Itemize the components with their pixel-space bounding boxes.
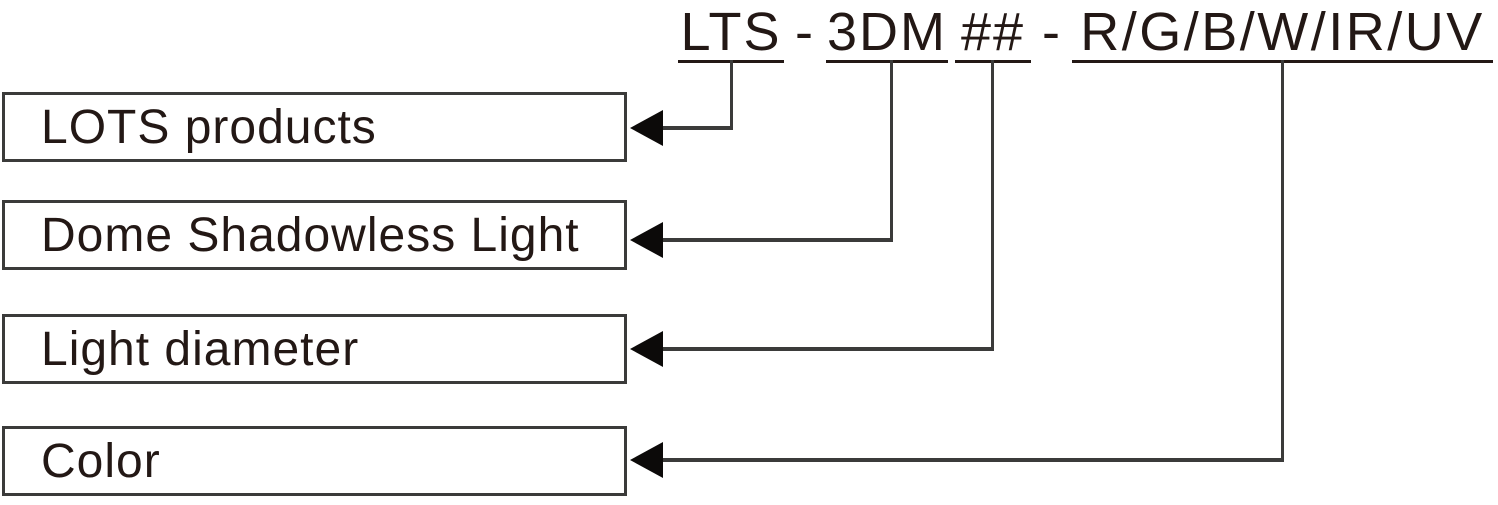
connector-vertical-color <box>1281 60 1284 462</box>
connector-horizontal-diameter <box>659 347 994 351</box>
connector-horizontal-color <box>659 458 1284 462</box>
code-segment-color: R/G/B/W/IR/UV <box>1072 4 1493 63</box>
code-segment-diameter: ## <box>955 4 1031 63</box>
code-segment-series: 3DM <box>826 2 948 63</box>
arrowhead-left-icon <box>630 222 663 258</box>
label-box-lots-products: LOTS products <box>2 92 627 162</box>
label-text: Light diameter <box>41 322 360 376</box>
label-text: Color <box>41 434 161 488</box>
label-box-dome-shadowless-light: Dome Shadowless Light <box>2 200 627 270</box>
arrowhead-left-icon <box>630 442 663 478</box>
connector-vertical-product <box>730 60 733 130</box>
label-box-light-diameter: Light diameter <box>2 314 627 384</box>
arrowhead-left-icon <box>630 110 663 146</box>
connector-horizontal-series <box>659 238 893 242</box>
connector-vertical-diameter <box>991 60 994 351</box>
code-segment-product: LTS <box>678 4 784 63</box>
label-box-color: Color <box>2 426 627 496</box>
label-text: Dome Shadowless Light <box>41 208 580 262</box>
code-separator-1: - <box>795 2 815 62</box>
label-text: LOTS products <box>41 100 377 154</box>
connector-horizontal-product <box>659 126 733 130</box>
connector-vertical-series <box>890 60 893 242</box>
code-separator-2: - <box>1042 2 1062 62</box>
arrowhead-left-icon <box>630 331 663 367</box>
